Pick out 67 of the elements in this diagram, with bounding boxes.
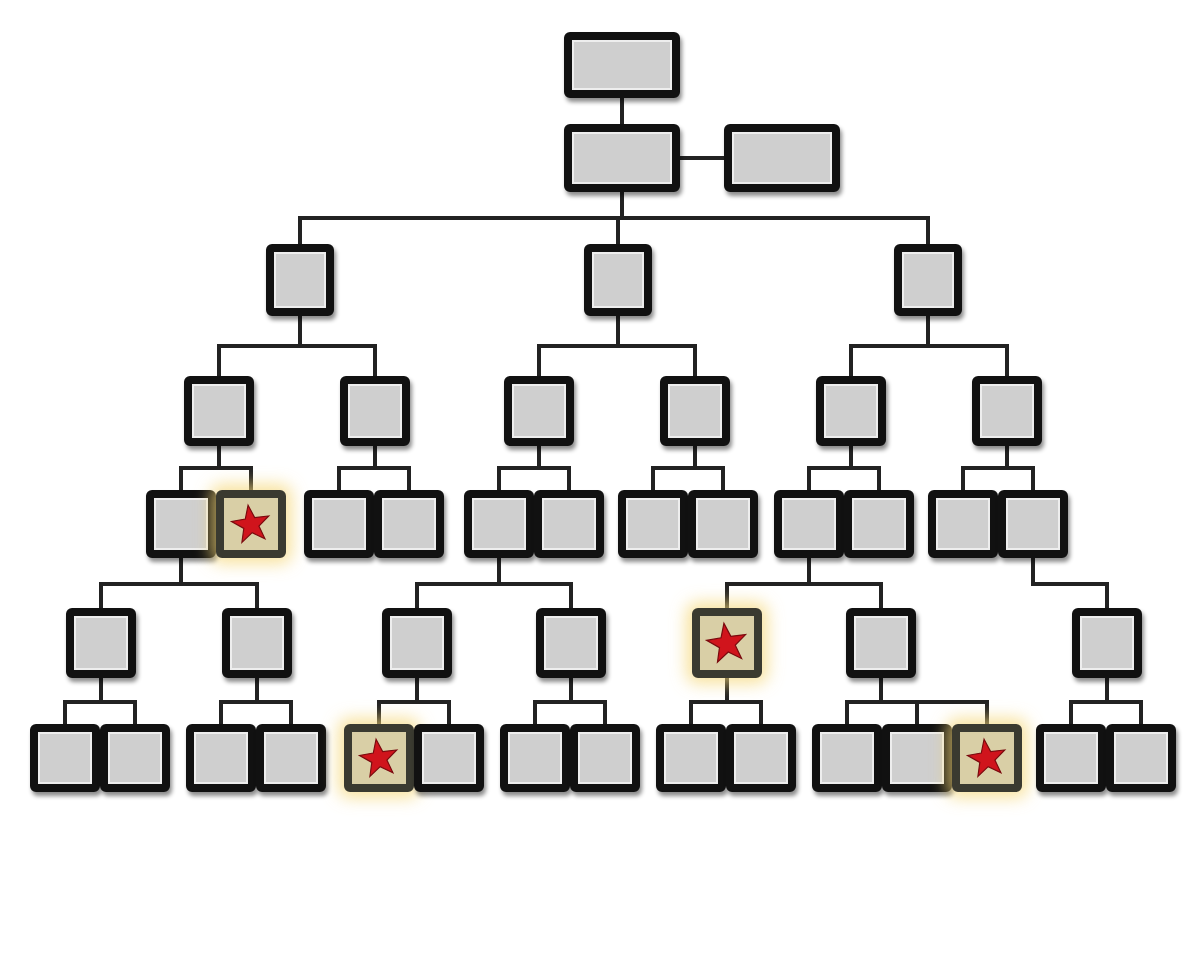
- starred-box: [344, 724, 414, 792]
- org-box: [382, 608, 452, 678]
- org-box: [504, 376, 574, 446]
- org-box: [660, 376, 730, 446]
- org-box: [374, 490, 444, 558]
- connector-line: [849, 446, 881, 490]
- connector-line: [255, 678, 293, 724]
- org-box: [812, 724, 882, 792]
- org-box: [656, 724, 726, 792]
- connector-line: [926, 316, 1009, 376]
- starred-box: [692, 608, 762, 678]
- org-box: [928, 490, 998, 558]
- connector-line: [1031, 558, 1109, 608]
- connector-line: [1005, 446, 1035, 490]
- org-box: [894, 244, 962, 316]
- connector-line: [179, 558, 259, 608]
- org-box: [844, 490, 914, 558]
- org-box: [584, 244, 652, 316]
- connector-line: [537, 446, 571, 490]
- org-box: [1106, 724, 1176, 792]
- org-box: [1072, 608, 1142, 678]
- org-box: [688, 490, 758, 558]
- org-box: [464, 490, 534, 558]
- org-box: [304, 490, 374, 558]
- org-box: [222, 608, 292, 678]
- org-box: [500, 724, 570, 792]
- org-box: [256, 724, 326, 792]
- connector-line: [569, 678, 607, 724]
- org-box: [414, 724, 484, 792]
- org-box: [972, 376, 1042, 446]
- connector-line: [373, 446, 411, 490]
- org-box: [184, 376, 254, 446]
- org-box: [774, 490, 844, 558]
- connector-line: [725, 678, 763, 724]
- org-box: [536, 608, 606, 678]
- connector-line: [217, 446, 253, 490]
- org-box: [564, 124, 680, 192]
- connector-line: [298, 316, 377, 376]
- org-box: [724, 124, 840, 192]
- connector-line: [616, 316, 697, 376]
- org-box: [846, 608, 916, 678]
- starred-box: [952, 724, 1022, 792]
- connector-line: [1105, 678, 1143, 724]
- org-box: [340, 376, 410, 446]
- connector-line: [620, 192, 930, 244]
- org-box: [30, 724, 100, 792]
- connector-line: [99, 678, 137, 724]
- org-box: [564, 32, 680, 98]
- org-box: [726, 724, 796, 792]
- org-box: [816, 376, 886, 446]
- org-box: [146, 490, 216, 558]
- org-box: [186, 724, 256, 792]
- org-box: [618, 490, 688, 558]
- org-box: [882, 724, 952, 792]
- org-box: [66, 608, 136, 678]
- connector-line: [415, 678, 451, 724]
- connector-line: [620, 98, 624, 124]
- connector-line: [680, 156, 724, 160]
- starred-box: [216, 490, 286, 558]
- org-box: [998, 490, 1068, 558]
- org-box: [1036, 724, 1106, 792]
- connector-line: [693, 446, 725, 490]
- org-box: [534, 490, 604, 558]
- org-box: [266, 244, 334, 316]
- org-box: [100, 724, 170, 792]
- connector-line: [879, 678, 989, 724]
- org-box: [570, 724, 640, 792]
